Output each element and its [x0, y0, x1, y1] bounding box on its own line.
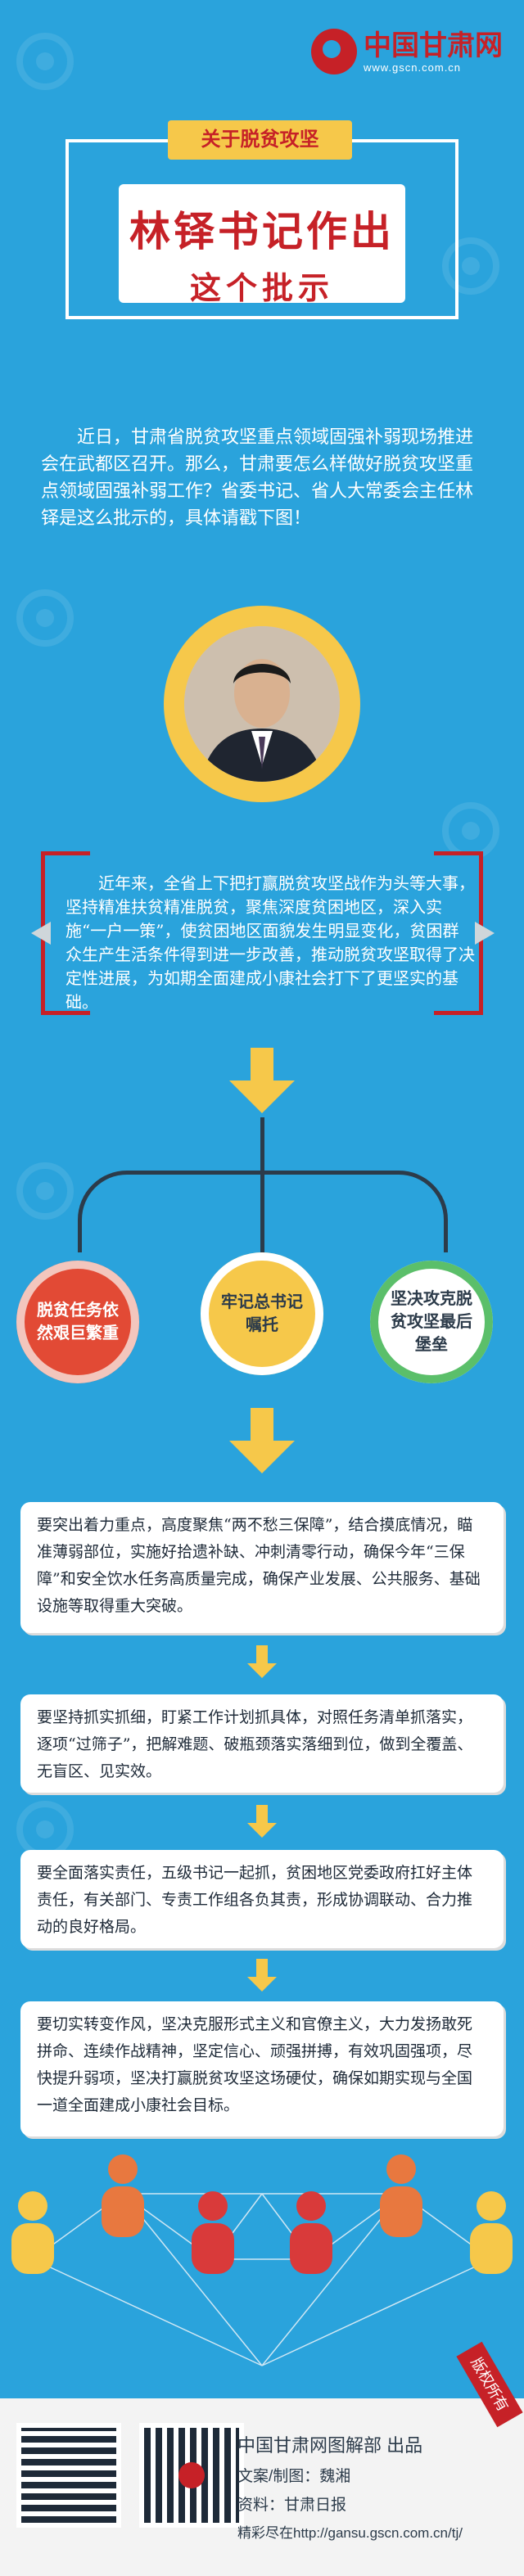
brand-mark-icon	[311, 29, 357, 74]
footer-source: 资料：甘肃日报	[237, 2497, 347, 2514]
triangle-left-icon	[31, 922, 51, 945]
point-circle-3: 坚决攻克脱贫攻坚最后堡垒	[370, 1261, 493, 1383]
brand-url: www.gscn.com.cn	[364, 61, 462, 74]
triangle-right-icon	[475, 922, 495, 945]
down-arrow-icon	[229, 1805, 295, 1838]
footer-credit: 文案/制图：魏湘	[237, 2468, 351, 2485]
down-arrow-icon	[229, 1408, 295, 1473]
title-line-2: 这个批示	[189, 272, 334, 306]
topic-banner: 关于脱贫攻坚	[168, 120, 352, 160]
watermark-logo	[16, 33, 74, 90]
person-portrait-icon	[184, 626, 340, 782]
watermark-logo	[442, 237, 499, 295]
quote-text: 近年来，全省上下把打赢脱贫攻坚战作为头等大事，坚持精准扶贫精准脱贫，聚焦深度贫困…	[66, 873, 475, 1012]
watermark-logo	[16, 589, 74, 647]
quote-frame	[41, 851, 483, 1015]
qr-code-icon[interactable]	[16, 2423, 121, 2528]
page-title: 林铎书记作出 这个批示	[119, 184, 405, 306]
directive-card-1: 要突出着力重点，高度聚焦“两不愁三保障”，结合摸底情况，瞄准薄弱部位，实施好拾遗…	[20, 1502, 504, 1633]
title-line-1: 林铎书记作出	[129, 209, 395, 255]
brand-mark-icon	[178, 2462, 205, 2488]
footer-title: 中国甘肃网图解部 出品	[237, 2435, 423, 2456]
footer-link[interactable]: 精彩尽在http://gansu.gscn.com.cn/tj/	[237, 2525, 463, 2541]
qr-code-icon[interactable]	[139, 2423, 244, 2528]
down-arrow-icon	[229, 1959, 295, 1992]
directive-card-4: 要切实转变作风，坚决克服形式主义和官僚主义，大力发扬敢死拼命、连续作战精神，坚定…	[20, 2001, 504, 2136]
tree-stem	[260, 1117, 264, 1175]
watermark-logo	[16, 1162, 74, 1220]
directive-card-2: 要坚持抓实抓细，盯紧工作计划抓具体，对照任务清单抓落实，逐项“过筛子”，把解难题…	[20, 1694, 504, 1793]
crowd-network-icon	[11, 2154, 513, 2366]
brand-logo: 中国甘肃网 www.gscn.com.cn	[311, 29, 503, 74]
tree-middle-branch	[260, 1171, 264, 1252]
down-arrow-icon	[229, 1645, 295, 1678]
point-circle-1: 脱贫任务依然艰巨繁重	[16, 1261, 139, 1383]
down-arrow-icon	[229, 1048, 295, 1113]
brand-name: 中国甘肃网	[364, 29, 503, 61]
portrait-photo	[184, 626, 340, 782]
intro-paragraph: 近日，甘肃省脱贫攻坚重点领域固强补弱现场推进会在武都区召开。那么，甘肃要怎么样做…	[41, 427, 474, 529]
directive-card-3: 要全面落实责任，五级书记一起抓，贫困地区党委政府扛好主体责任，有关部门、专责工作…	[20, 1850, 504, 1948]
point-circle-2: 牢记总书记嘱托	[201, 1252, 323, 1375]
